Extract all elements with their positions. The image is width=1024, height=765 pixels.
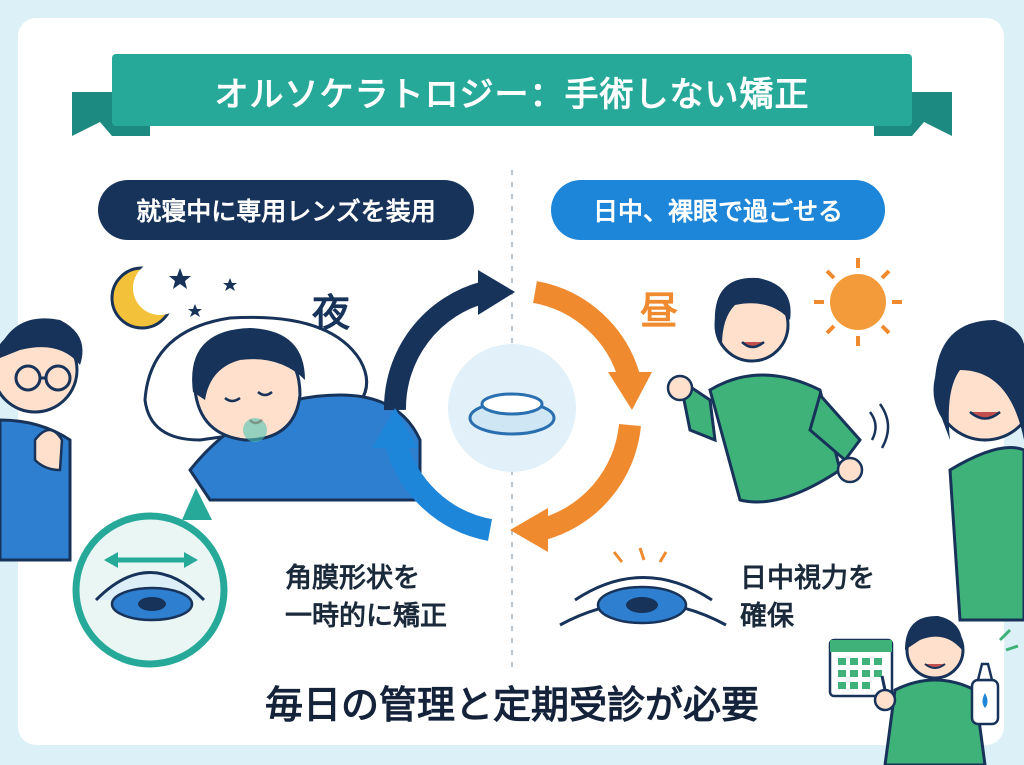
title-ribbon [72,54,952,136]
eye-drop-bottle-icon [970,628,1019,726]
star-icon [169,268,237,317]
smiling-woman [933,320,1024,622]
calendar-icon [828,638,894,698]
active-person [666,277,890,504]
sun-icon [814,258,902,346]
day-caption: 日中視力を 確保 [740,563,875,632]
contact-lens-icon [448,344,576,472]
night-pill: 就寝中に専用レンズを装用 [98,180,474,240]
page-title: オルソケラトロジー：手術しない矯正 [214,74,810,115]
night-label: 夜 [312,291,351,335]
day-label: 昼 [640,289,679,333]
footer-note: 毎日の管理と定期受診が必要 [264,683,759,727]
moon-icon [110,261,187,330]
day-pill: 日中、裸眼で過ごせる [551,180,885,240]
eye-icon [559,547,727,627]
cycle-arrows-icon [372,270,652,552]
woman-with-eye-drops [873,615,987,765]
night-caption: 角膜形状を 一時的に矯正 [285,563,447,632]
thinking-man [0,318,83,562]
eye-icon [72,488,228,668]
sleeping-person [143,315,422,502]
